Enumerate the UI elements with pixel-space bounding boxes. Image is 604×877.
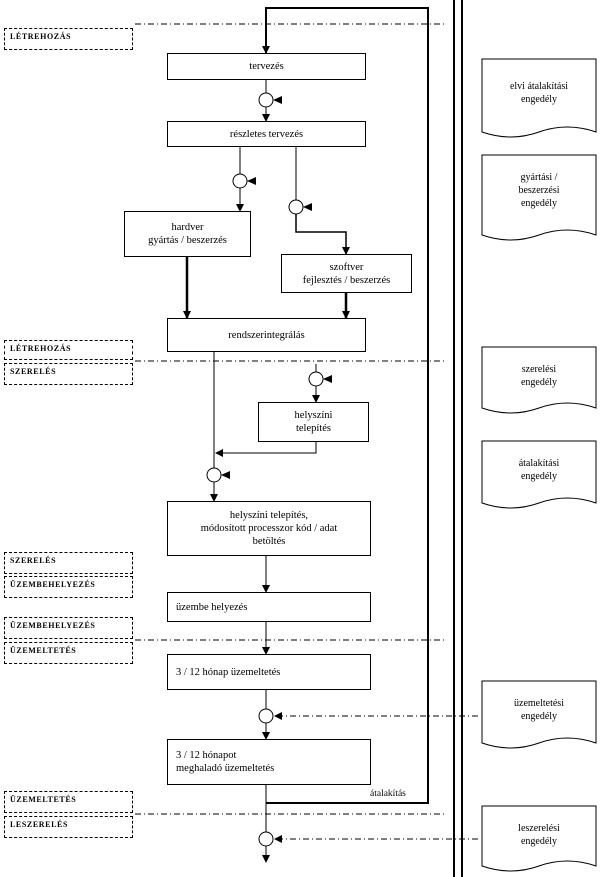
phase-label-szereles: SZERELÉS bbox=[4, 552, 133, 574]
permit-document-shape bbox=[481, 154, 597, 241]
process-box-helyszini-modositott: helyszíni telepítés, módosított processz… bbox=[167, 501, 371, 556]
phase-label-uzembehelyezes: ÜZEMBEHELYEZÉS bbox=[4, 576, 133, 598]
phase-label-leszereles: LESZERELÉS bbox=[4, 816, 133, 838]
process-box-szoftver: szoftver fejlesztés / beszerzés bbox=[281, 254, 412, 293]
permit-junction bbox=[288, 199, 312, 215]
permit-document-elvi-atalakitasi: elvi átalakítási engedély bbox=[509, 81, 569, 105]
permit-junction bbox=[308, 371, 332, 387]
process-box-uzemeltetes-3-12: 3 / 12 hónap üzemeltetés bbox=[167, 654, 371, 690]
permit-document-shape bbox=[481, 346, 597, 414]
permit-document-shape bbox=[481, 680, 597, 749]
transform-loop-line bbox=[262, 7, 429, 804]
process-box-uzemeltetes-tul: 3 / 12 hónapot meghaladó üzemeltetés bbox=[167, 739, 371, 785]
permit-document-atalakitasi: átalakítási engedély bbox=[518, 458, 560, 482]
permit-junction bbox=[258, 92, 282, 108]
permit-document-uzemeltetesi: üzemeltetési engedély bbox=[514, 698, 564, 722]
phase-label-uzemeltetes: ÜZEMELTETÉS bbox=[4, 642, 133, 664]
permit-junction bbox=[258, 831, 274, 847]
transform-loop-label: átalakítás bbox=[370, 789, 406, 799]
permit-document-shape bbox=[481, 440, 597, 509]
process-box-hardver: hardver gyártás / beszerzés bbox=[124, 211, 251, 257]
permit-junction bbox=[258, 708, 274, 724]
permit-document-shape bbox=[481, 805, 597, 872]
process-box-uzembe-helyezes: üzembe helyezés bbox=[167, 592, 371, 622]
process-box-rendszerintegralas: rendszerintegrálás bbox=[167, 318, 366, 352]
permit-document-szerelesi: szerelési engedély bbox=[520, 364, 558, 388]
phase-label-letrehozas: LÉTREHOZÁS bbox=[4, 340, 133, 360]
process-box-helyszini-telepites: helyszíni telepítés bbox=[258, 402, 369, 442]
phase-label-uzemeltetes: ÜZEMELTETÉS bbox=[4, 791, 133, 813]
phase-label-uzembehelyezes: ÜZEMBEHELYEZÉS bbox=[4, 617, 133, 639]
permit-document-gyartasi-beszerzesi: gyártási / beszerzési engedély bbox=[518, 172, 560, 209]
permit-junction bbox=[232, 173, 256, 189]
phase-label-szereles: SZERELÉS bbox=[4, 363, 133, 385]
permit-document-shape bbox=[481, 58, 597, 138]
process-box-reszletes-tervezes: részletes tervezés bbox=[167, 121, 366, 147]
phase-label-letrehozas: LÉTREHOZÁS bbox=[4, 28, 133, 50]
permit-junction bbox=[206, 467, 230, 483]
permit-document-leszerelesi: leszerelési engedély bbox=[518, 823, 560, 847]
process-box-tervezes: tervezés bbox=[167, 53, 366, 80]
